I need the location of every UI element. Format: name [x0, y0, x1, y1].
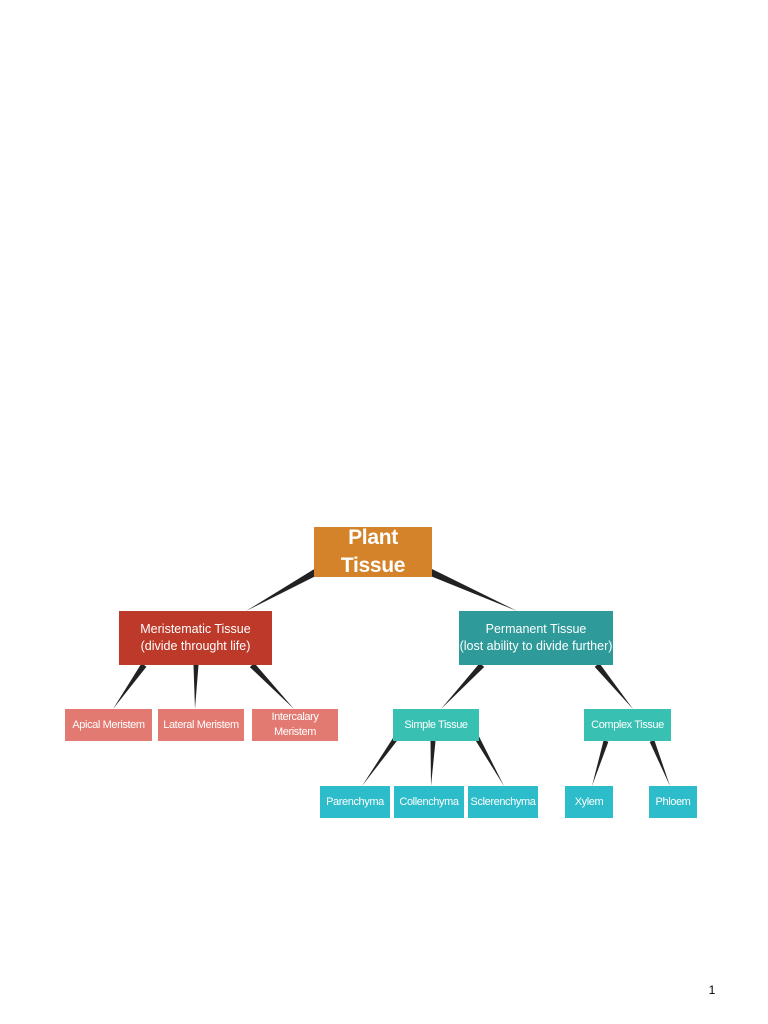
- collenchyma-label: Collenchyma: [399, 795, 459, 808]
- node-meristematic-tissue: Meristematic Tissue (divide throught lif…: [119, 611, 272, 665]
- node-phloem: Phloem: [649, 786, 697, 818]
- connector-meristematic-to-lateral: [193, 664, 199, 709]
- apical-meristem-label: Apical Meristem: [72, 718, 145, 731]
- xylem-label: Xylem: [574, 795, 604, 808]
- node-plant-tissue-label: Plant Tissue: [340, 525, 406, 577]
- connector-simple-to-sclerenchyma: [474, 736, 504, 786]
- node-simple-tissue: Simple Tissue: [393, 709, 479, 741]
- node-permanent-tissue: Permanent Tissue (lost ability to divide…: [459, 611, 613, 665]
- connector-complex-to-phloem: [649, 740, 670, 786]
- node-apical-meristem: Apical Meristem: [65, 709, 152, 741]
- connector-permanent-to-simple: [441, 662, 485, 709]
- connector-meristematic-to-intercalary: [249, 662, 294, 709]
- simple-tissue-label: Simple Tissue: [404, 718, 468, 731]
- connector-simple-to-parenchyma: [362, 736, 399, 786]
- connector-simple-to-collenchyma: [430, 740, 436, 786]
- node-parenchyma: Parenchyma: [320, 786, 390, 818]
- parenchyma-label: Parenchyma: [326, 795, 384, 808]
- node-sclerenchyma: Sclerenchyma: [468, 786, 538, 818]
- node-plant-tissue: Plant Tissue: [314, 526, 432, 577]
- phloem-label: Phloem: [655, 795, 691, 808]
- connector-meristematic-to-apical: [113, 663, 147, 709]
- node-intercalary-meristem: Intercalary Meristem: [252, 709, 338, 741]
- meristematic-title: Meristematic Tissue: [140, 622, 251, 637]
- meristematic-subtitle: (divide throught life): [140, 639, 251, 653]
- node-xylem: Xylem: [565, 786, 613, 818]
- node-lateral-meristem: Lateral Meristem: [158, 709, 244, 741]
- node-complex-tissue: Complex Tissue: [584, 709, 671, 741]
- connector-complex-to-xylem: [592, 740, 609, 786]
- complex-tissue-label: Complex Tissue: [591, 718, 664, 731]
- node-collenchyma: Collenchyma: [394, 786, 464, 818]
- permanent-title: Permanent Tissue: [485, 622, 587, 637]
- sclerenchyma-label: Sclerenchyma: [470, 795, 536, 808]
- connector-parent-to-meristematic: [246, 568, 318, 611]
- connector-parent-to-permanent: [428, 568, 517, 611]
- connector-lines: [113, 568, 670, 786]
- intercalary-meristem-label: Intercalary Meristem: [271, 711, 319, 738]
- permanent-subtitle: (lost ability to divide further): [459, 639, 613, 653]
- connector-permanent-to-complex: [594, 663, 633, 709]
- lateral-meristem-label: Lateral Meristem: [163, 718, 239, 731]
- page-number: 1: [708, 983, 716, 997]
